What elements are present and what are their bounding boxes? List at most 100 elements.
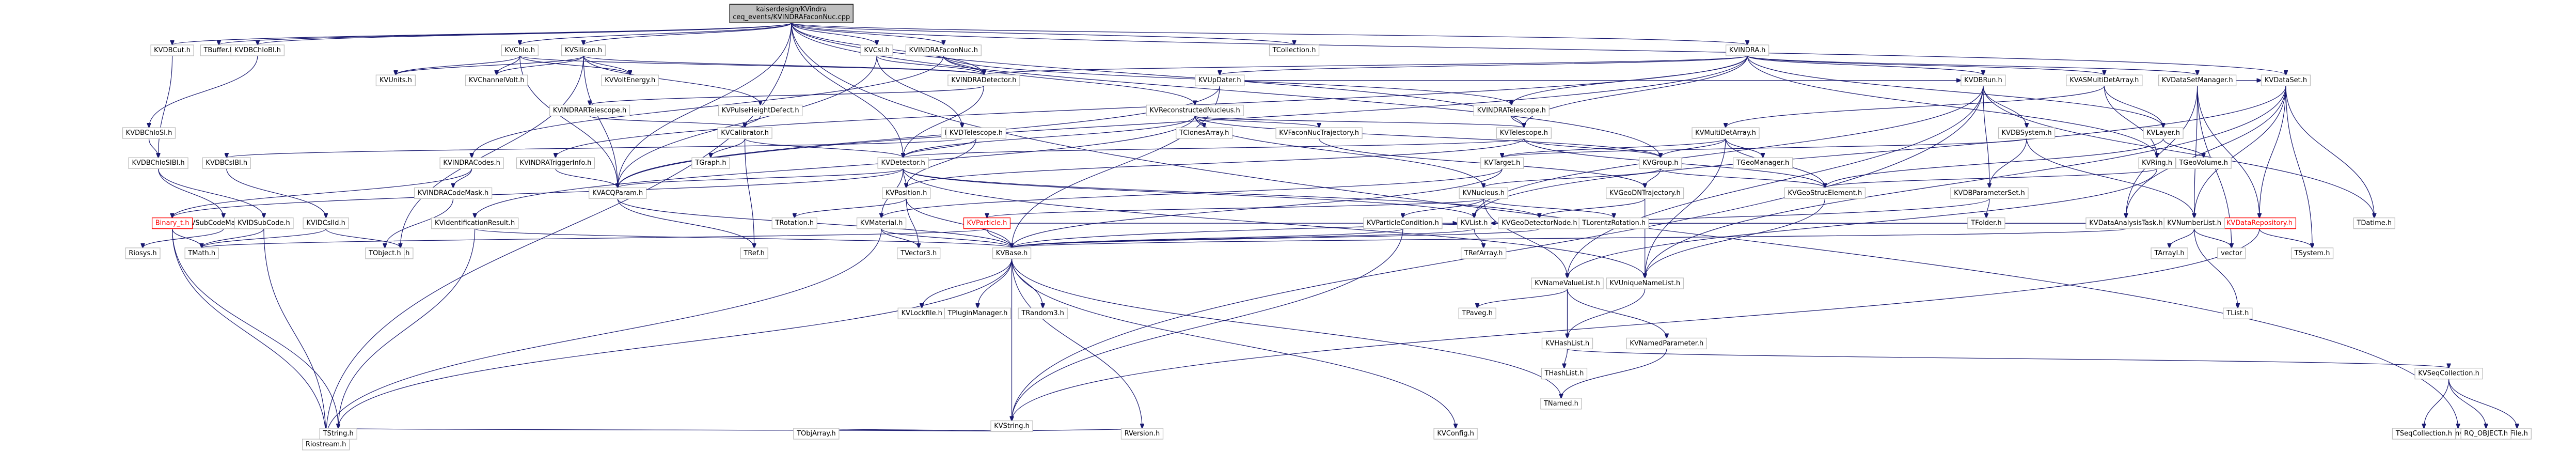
- node-kvchio[interactable]: KVChIo.h: [501, 44, 539, 56]
- node-kvfaconnuctrajectory[interactable]: KVFaconNucTrajectory.h: [1275, 127, 1363, 139]
- node-kvidsubcode[interactable]: KVIDSubCode.h: [234, 217, 294, 229]
- node-kvgeodetectornode[interactable]: KVGeoDetectorNode.h: [1498, 217, 1581, 229]
- node-rq-object[interactable]: RQ_OBJECT.h: [2460, 428, 2511, 440]
- node-kvnucleus[interactable]: KVNucleus.h: [1459, 187, 1508, 199]
- node-kvindratelescope[interactable]: KVINDRATelescope.h: [1473, 104, 1550, 117]
- node-tgeomanager[interactable]: TGeoManager.h: [1733, 157, 1793, 169]
- node-kvacqparam[interactable]: KVACQParam.h: [589, 187, 647, 199]
- node-kvgeostrucelement[interactable]: KVGeoStrucElement.h: [1784, 187, 1866, 199]
- node-tclonesarray[interactable]: TClonesArray.h: [1176, 127, 1233, 139]
- node-kvdbchiosibl[interactable]: KVDBChIoSIBl.h: [128, 157, 188, 169]
- node-kvstring[interactable]: KVString.h: [990, 420, 1033, 432]
- node-thashlist[interactable]: THashList.h: [1541, 367, 1588, 380]
- node-kvparticle[interactable]: KVParticle.h: [963, 217, 1011, 229]
- node-kvidentificationresult[interactable]: KVIdentificationResult.h: [431, 217, 519, 229]
- node-kvcsi[interactable]: KVCsI.h: [860, 44, 893, 56]
- node-kvasmultidetarray[interactable]: KVASMultiDetArray.h: [2066, 74, 2143, 86]
- node-kvindrartelescope[interactable]: KVINDRARTelescope.h: [549, 104, 630, 117]
- node-kvpulseheightdefect[interactable]: KVPulseHeightDefect.h: [718, 104, 803, 117]
- node-kvdtelescope[interactable]: KVDTelescope.h: [945, 127, 1007, 139]
- node-tlorentzrotation[interactable]: TLorentzRotation.h: [1578, 217, 1649, 229]
- node-kvindracodemask[interactable]: KVINDRACodeMask.h: [414, 187, 493, 199]
- node-kvdbcsibl[interactable]: KVDBCsIBl.h: [202, 157, 251, 169]
- node-box: [1457, 217, 1492, 229]
- node-kvsilicon[interactable]: KVSilicon.h: [561, 44, 606, 56]
- node-vector[interactable]: vector: [2217, 247, 2246, 259]
- node-kvchannelvolt[interactable]: KVChannelVolt.h: [465, 74, 528, 86]
- node-kvbase[interactable]: KVBase.h: [992, 247, 1032, 259]
- node-kvindrafaconnuc[interactable]: KVINDRAFaconNuc.h: [905, 44, 982, 56]
- node-kvindradetector[interactable]: KVINDRADetector.h: [947, 74, 1020, 86]
- edge-kvdtelescope-to-kvposition: [906, 138, 977, 188]
- node-tgraph[interactable]: TGraph.h: [691, 157, 730, 169]
- node-trandom3[interactable]: TRandom3.h: [1018, 307, 1068, 319]
- node-kvvoltenergy[interactable]: KVVoltEnergy.h: [601, 74, 659, 86]
- node-kvnamedparameter[interactable]: KVNamedParameter.h: [1626, 337, 1707, 350]
- node-kvindratriggerinfo[interactable]: KVINDRATriggerInfo.h: [516, 157, 595, 169]
- node-tmath[interactable]: TMath.h: [184, 247, 219, 259]
- node-kvdataanalysistask[interactable]: KVDataAnalysisTask.h: [2085, 217, 2167, 229]
- node-kvnamevaluelist[interactable]: KVNameValueList.h: [1531, 277, 1604, 289]
- node-kvtelescope[interactable]: KVTelescope.h: [1496, 127, 1552, 139]
- node-kvdbcut[interactable]: KVDBCut.h: [150, 44, 194, 56]
- node-box: [439, 157, 504, 169]
- node-kvtarget[interactable]: KVTarget.h: [1480, 157, 1524, 169]
- node-kvlist[interactable]: KVList.h: [1457, 217, 1492, 229]
- node-kvlockfile[interactable]: KVLockfile.h: [897, 307, 946, 319]
- node-riostream[interactable]: Riostream.h: [302, 439, 350, 450]
- node-kvgeodntrajectory[interactable]: KVGeoDNTrajectory.h: [1606, 187, 1684, 199]
- node-label: Riosys.h: [129, 250, 156, 257]
- node-kvuniquenamelist[interactable]: KVUniqueNameList.h: [1606, 277, 1684, 289]
- node-kvconfig[interactable]: KVConfig.h: [1433, 428, 1478, 440]
- node-kvposition[interactable]: KVPosition.h: [882, 187, 931, 199]
- node-kvmaterial[interactable]: KVMaterial.h: [856, 217, 907, 229]
- node-kvdbparameterset[interactable]: KVDBParameterSet.h: [1950, 187, 2029, 199]
- node-kvparticlecondition[interactable]: KVParticleCondition.h: [1363, 217, 1443, 229]
- node-kvring[interactable]: KVRing.h: [2138, 157, 2176, 169]
- node-kvcalibrator[interactable]: KVCalibrator.h: [717, 127, 772, 139]
- node-tobject[interactable]: TObject.h: [365, 247, 405, 259]
- node-kvnumberlist[interactable]: KVNumberList.h: [2163, 217, 2225, 229]
- node-tseqcollection[interactable]: TSeqCollection.h: [2392, 428, 2456, 440]
- node-tsystem[interactable]: TSystem.h: [2290, 247, 2334, 259]
- node-tobjarray[interactable]: TObjArray.h: [793, 428, 840, 440]
- node-kvhashlist[interactable]: KVHashList.h: [1541, 337, 1593, 350]
- node-kvunits[interactable]: KVUnits.h: [375, 74, 416, 86]
- node-trotation[interactable]: TRotation.h: [771, 217, 817, 229]
- node-tvector3[interactable]: TVector3.h: [897, 247, 941, 259]
- node-kvlayer[interactable]: KVLayer.h: [2143, 127, 2184, 139]
- node-kvgroup[interactable]: KVGroup.h: [1639, 157, 1682, 169]
- node-tfolder[interactable]: TFolder.h: [1967, 217, 2005, 229]
- node-kvdbsystem[interactable]: KVDBSystem.h: [1998, 127, 2056, 139]
- node-kvdatasetmanager[interactable]: KVDataSetManager.h: [2158, 74, 2237, 86]
- node-kvmultidetarray[interactable]: KVMultiDetArray.h: [1692, 127, 1760, 139]
- node-kvupdater[interactable]: KVUpDater.h: [1195, 74, 1245, 86]
- node-tstring[interactable]: TString.h: [319, 428, 357, 440]
- node-trefarray[interactable]: TRefArray.h: [1461, 247, 1507, 259]
- node-tpaveg[interactable]: TPaveg.h: [1458, 307, 1496, 319]
- node-kvdbchiosi[interactable]: KVDBChIoSI.h: [122, 127, 176, 139]
- node-rversion[interactable]: RVersion.h: [1120, 428, 1164, 440]
- node-kvdbchiobl[interactable]: KVDBChIoBl.h: [230, 44, 285, 56]
- node-tgeovolume[interactable]: TGeoVolume.h: [2175, 157, 2232, 169]
- node-binary-t[interactable]: Binary_t.h: [151, 217, 193, 229]
- node-kvdetector[interactable]: KVDetector.h: [877, 157, 929, 169]
- node-tcollection[interactable]: TCollection.h: [1269, 44, 1320, 56]
- node-tdatime[interactable]: TDatime.h: [2353, 217, 2395, 229]
- node-root[interactable]: kaiserdesign/KVindraceq_events/KVINDRAFa…: [729, 4, 854, 23]
- node-kvreconstructednucleus[interactable]: KVReconstructedNucleus.h: [1146, 104, 1244, 117]
- node-tref[interactable]: TRef.h: [740, 247, 768, 259]
- node-tarrayi[interactable]: TArrayI.h: [2151, 247, 2188, 259]
- node-kvdbrun[interactable]: KVDBRun.h: [1961, 74, 2006, 86]
- node-tpluginmanager[interactable]: TPluginManager.h: [944, 307, 1012, 319]
- node-kvdatarepository[interactable]: KVDataRepository.h: [2222, 217, 2297, 229]
- node-riosys[interactable]: Riosys.h: [125, 247, 161, 259]
- node-kvindra[interactable]: KVINDRA.h: [1725, 44, 1769, 56]
- node-tbuffer[interactable]: TBuffer.h: [200, 44, 238, 56]
- node-kvindracodes[interactable]: KVINDRACodes.h: [439, 157, 504, 169]
- node-tlist[interactable]: TList.h: [2223, 307, 2253, 319]
- node-tnamed[interactable]: TNamed.h: [1540, 398, 1582, 410]
- node-kvdataset[interactable]: KVDataSet.h: [2261, 74, 2311, 86]
- node-kvidcsiid[interactable]: KVIDCsIId.h: [303, 217, 349, 229]
- node-kvseqcollection[interactable]: KVSeqCollection.h: [2414, 367, 2483, 380]
